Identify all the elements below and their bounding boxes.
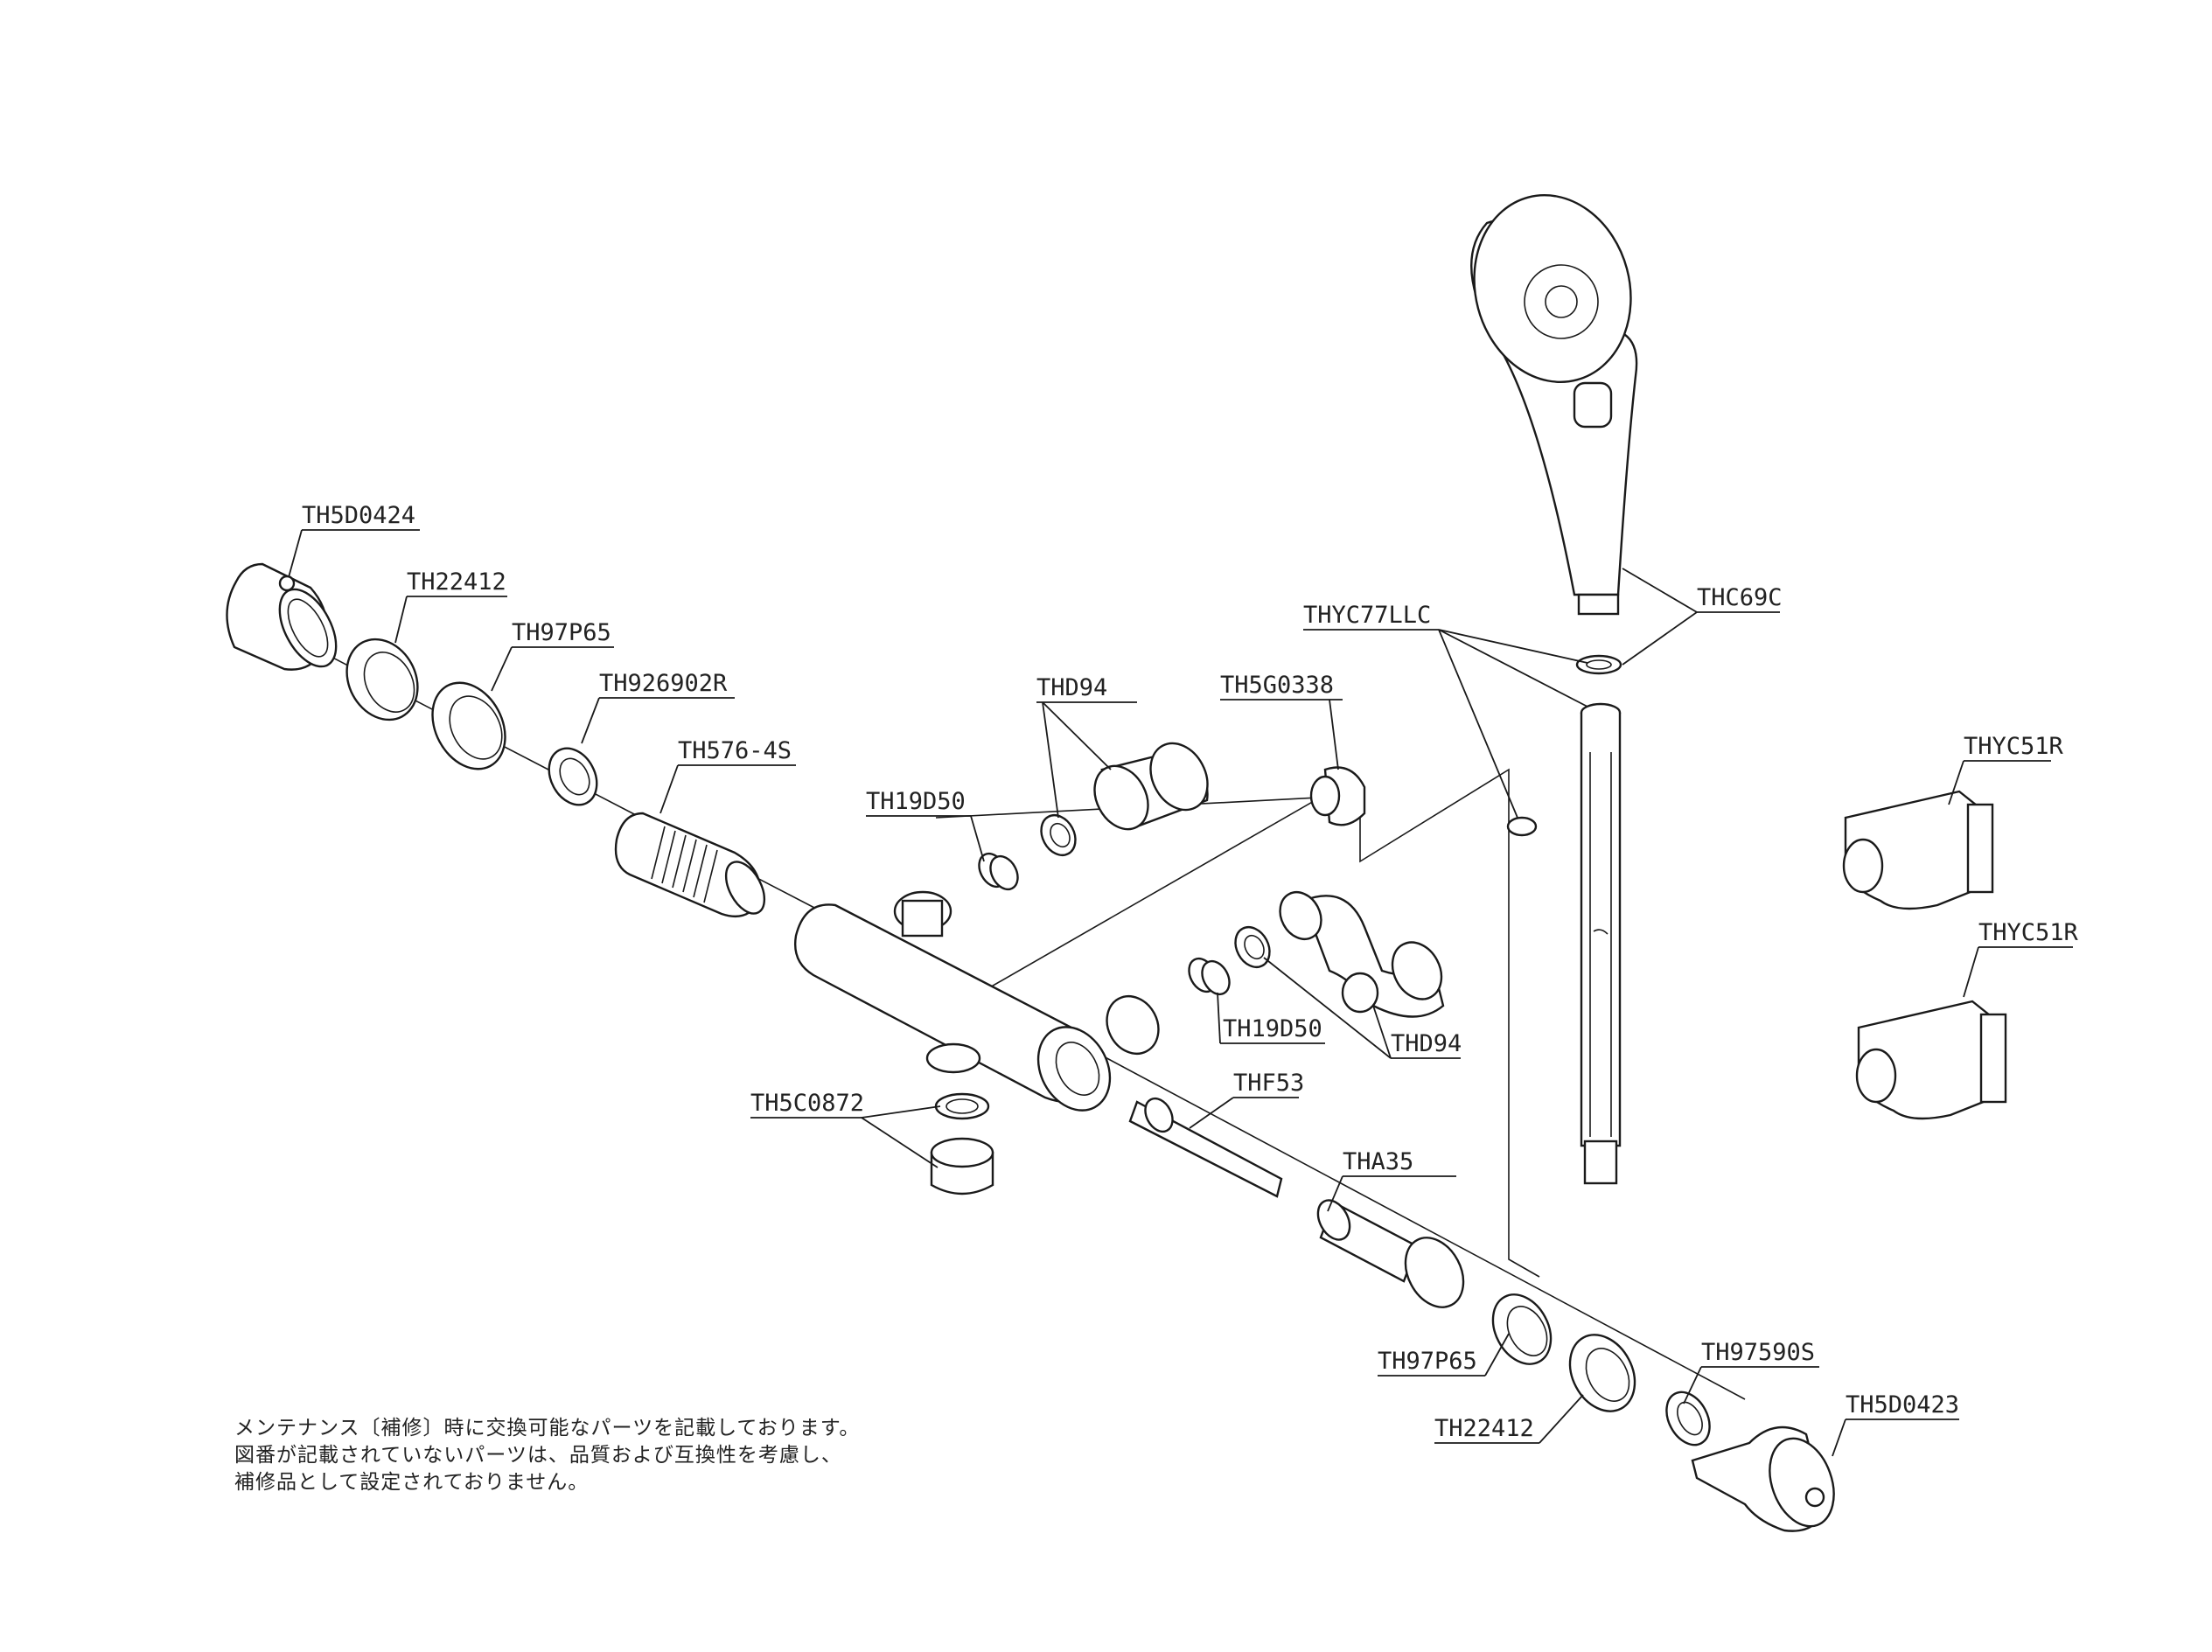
washer-part — [548, 747, 598, 806]
ring-nut-bottom-part — [1568, 1334, 1636, 1412]
outlet-nut-part — [930, 1092, 994, 1195]
label-th97p65-bottom: TH97P65 — [1378, 1348, 1477, 1375]
note-line-2: 図番が記載されていないパーツは、品質および互換性を考慮し、 — [234, 1444, 842, 1467]
shower-holder-b-part — [1855, 1000, 2007, 1120]
elbow-fitting-part — [1309, 766, 1366, 826]
part-labels: TH5D0424 TH22412 TH97P65 TH926902R TH576… — [302, 502, 2079, 1442]
leader-lines — [288, 529, 2073, 1457]
packing-washers — [1506, 654, 1622, 837]
handle-spindle-part — [1316, 1199, 1465, 1308]
check-valve-lower-part — [1188, 957, 1231, 996]
label-thyc77llc: THYC77LLC — [1303, 602, 1431, 629]
label-th22412-bottom: TH22412 — [1434, 1415, 1534, 1442]
label-th5d0423: TH5D0423 — [1846, 1391, 1959, 1418]
note-line-3: 補修品として設定されておりません。 — [234, 1471, 590, 1494]
label-tha35: THA35 — [1343, 1148, 1413, 1175]
label-th5c0872: TH5C0872 — [750, 1090, 864, 1117]
shower-head-part — [1470, 194, 1638, 616]
shower-hose-part — [1580, 702, 1622, 1185]
label-th5d0424: TH5D0424 — [302, 502, 415, 529]
filter-part — [1128, 1097, 1283, 1198]
end-cap-left-part — [226, 562, 338, 671]
label-th22412-top: TH22412 — [407, 568, 506, 596]
label-th5g0338: TH5G0338 — [1220, 672, 1334, 699]
shower-holder-a-part — [1842, 790, 1994, 910]
label-th97590s: TH97590S — [1701, 1339, 1815, 1366]
label-thd94-upper: THD94 — [1036, 674, 1107, 701]
label-thyc51r-a: THYC51R — [1964, 733, 2064, 760]
lock-ring-top-part — [431, 681, 506, 770]
inlet-elbow-lower-part — [1234, 891, 1445, 1018]
label-th19d50-lower: TH19D50 — [1223, 1015, 1322, 1042]
lock-ring-bottom-part — [1491, 1293, 1553, 1365]
label-th19d50-upper: TH19D50 — [866, 788, 966, 815]
ring-nut-top-part — [345, 638, 419, 721]
end-handle-right-part — [1691, 1425, 1835, 1532]
maintenance-note: メンテナンス〔補修〕時に交換可能なパーツを記載しております。 図番が記載されてい… — [234, 1415, 860, 1496]
label-thd94-lower: THD94 — [1391, 1030, 1462, 1057]
spline-adapter-part — [1665, 1391, 1711, 1446]
label-th926902r: TH926902R — [599, 670, 728, 697]
note-line-1: メンテナンス〔補修〕時に交換可能なパーツを記載しております。 — [234, 1417, 861, 1439]
inlet-elbow-upper-part — [1040, 742, 1209, 857]
label-th97p65-top: TH97P65 — [512, 619, 611, 646]
cartridge-part — [614, 812, 766, 918]
mixer-valve-body — [794, 890, 1160, 1112]
check-valve-upper-part — [978, 852, 1019, 891]
label-thyc51r-b: THYC51R — [1978, 919, 2079, 946]
label-th576-4s: TH576-4S — [678, 737, 792, 764]
label-thf53: THF53 — [1233, 1070, 1304, 1097]
label-thc69c: THC69C — [1697, 584, 1783, 611]
